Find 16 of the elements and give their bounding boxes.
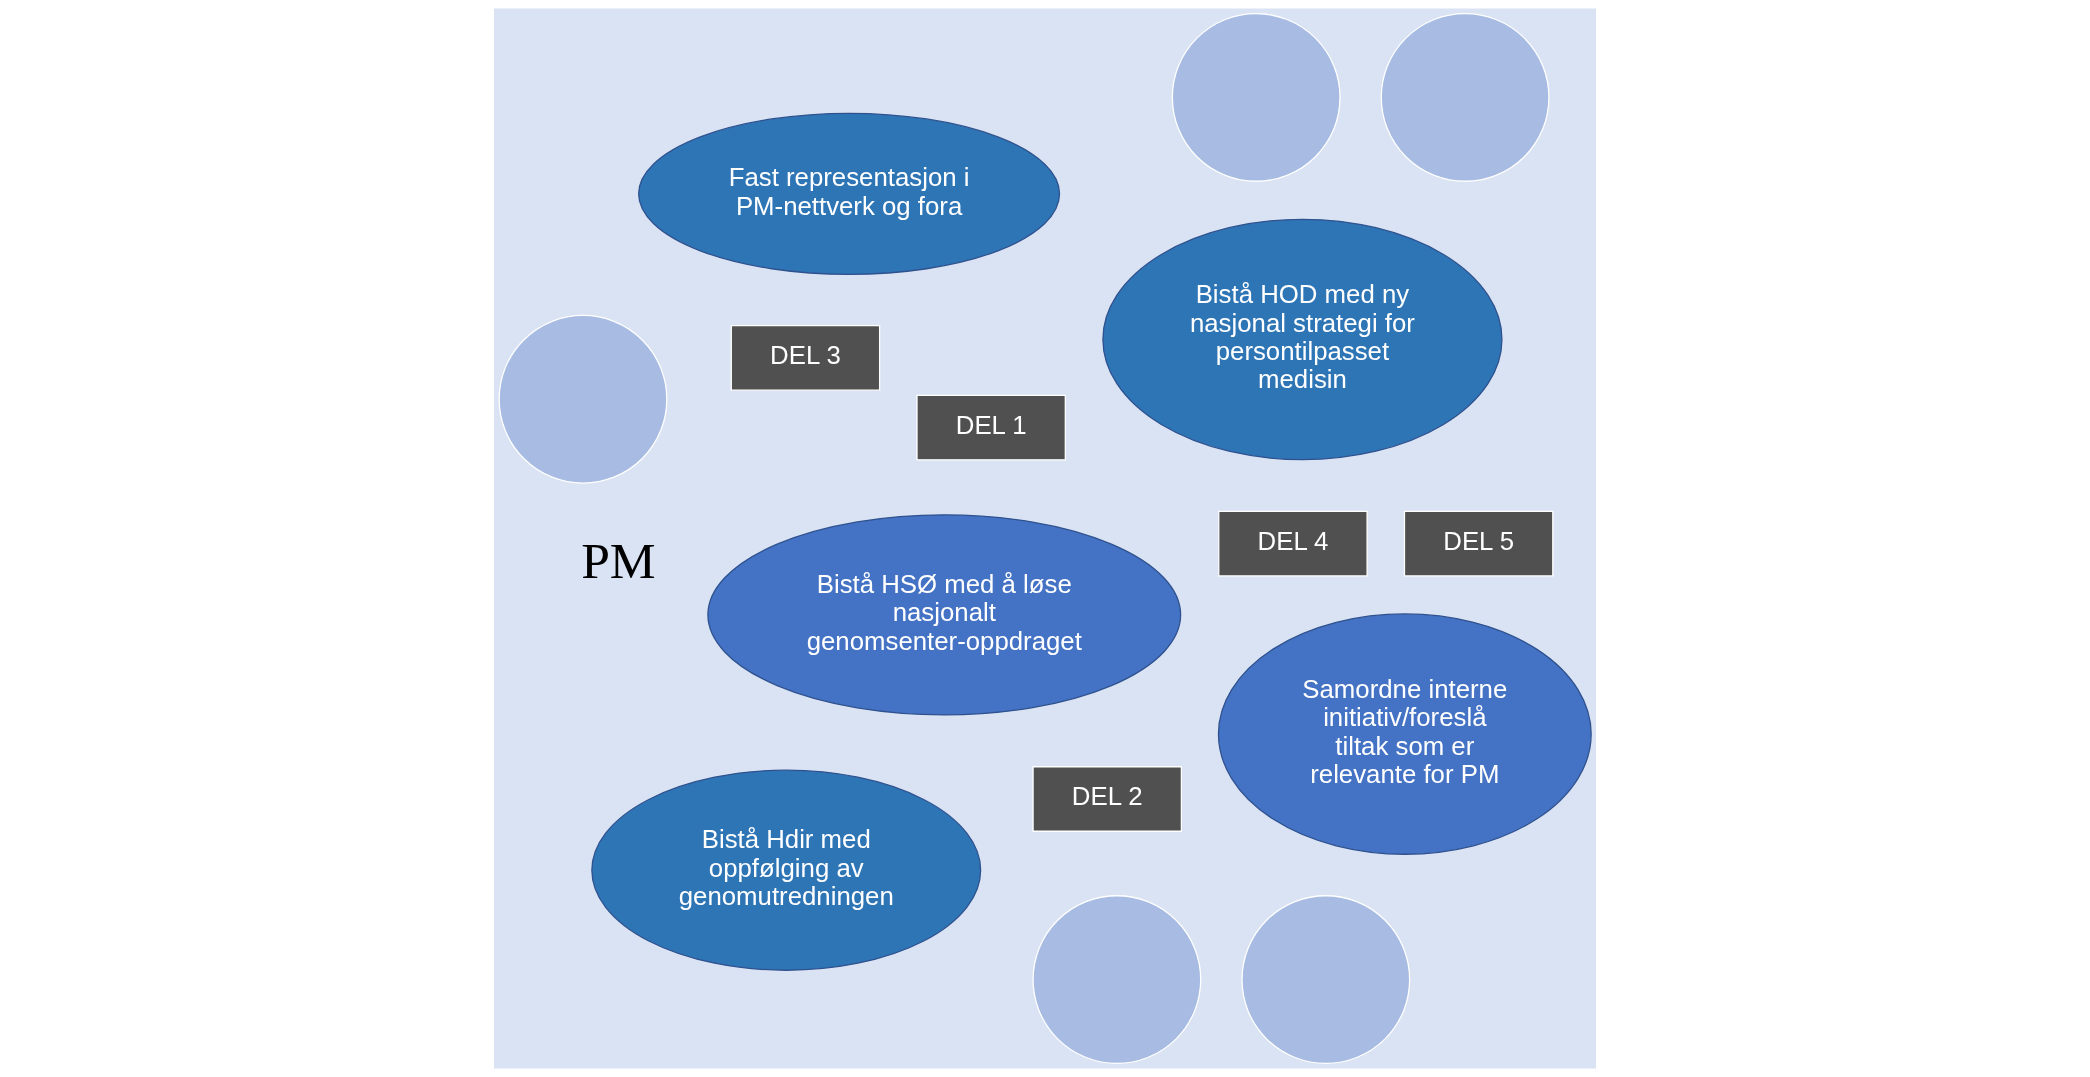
- node-box: DEL 4: [1218, 510, 1368, 577]
- node-circle: [1380, 12, 1550, 182]
- node-circle: [1241, 895, 1411, 1065]
- label: PM: [581, 532, 656, 590]
- node-box: DEL 2: [1032, 766, 1183, 832]
- node-circle: [1171, 12, 1341, 182]
- node-ellipse: Samordne interne initiativ/foreslå tiltak som er relevante for PM: [1217, 613, 1592, 855]
- node-box: DEL 5: [1403, 510, 1554, 577]
- node-box: DEL 3: [730, 325, 881, 391]
- node-ellipse: Bistå HSØ med å løse nasjonalt genomsenter-oppdraget: [707, 514, 1182, 716]
- node-ellipse: Fast representasjon i PM-nettverk og fora: [638, 112, 1061, 276]
- node-ellipse: Bistå Hdir med oppfølging av genomutredningen: [591, 769, 982, 971]
- node-circle: [1032, 895, 1202, 1065]
- node-circle: [498, 314, 668, 484]
- node-ellipse: Bistå HOD med ny nasjonal strategi for persontilpasset medisin: [1102, 218, 1503, 461]
- node-box: DEL 1: [916, 394, 1066, 461]
